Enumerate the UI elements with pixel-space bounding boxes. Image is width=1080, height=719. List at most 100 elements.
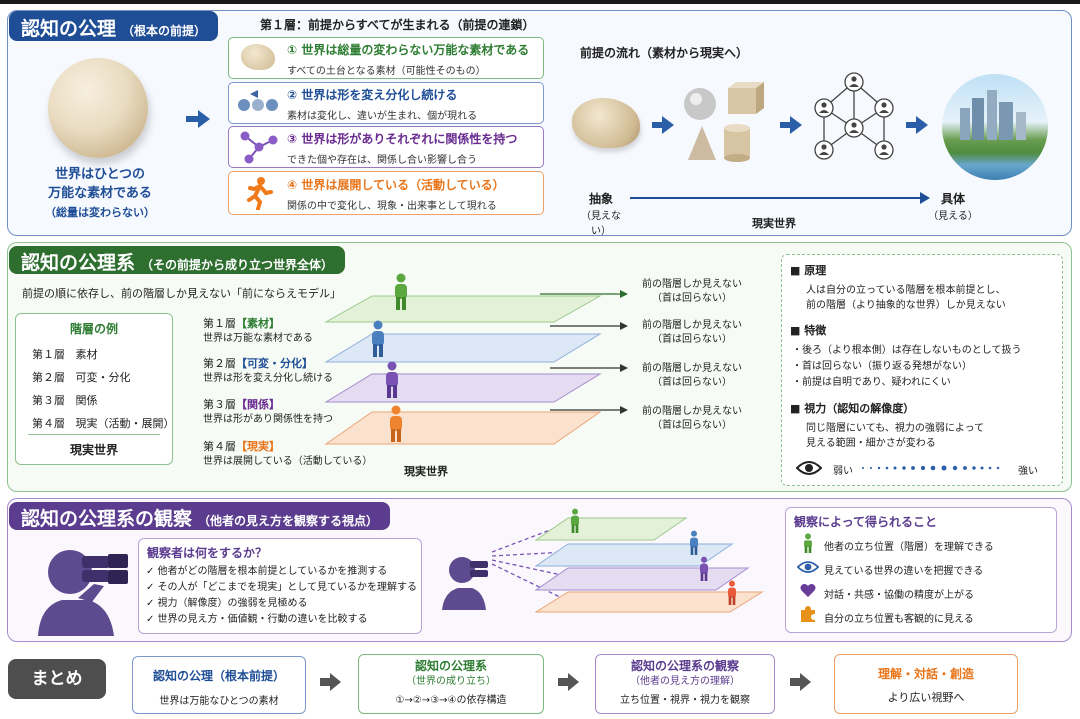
- concrete-label: 具体 （見える）: [928, 190, 978, 222]
- flow-arrow-2-shaft: [780, 122, 790, 128]
- item-2-desc: 素材は変化し、違いが生まれ、個が現れる: [287, 111, 478, 122]
- summary-4-desc: より広い視野へ: [887, 691, 965, 704]
- flow-arrow-2-icon: [790, 116, 802, 134]
- item-1-number: ①: [287, 43, 298, 57]
- concrete-label-sub: （見える）: [928, 211, 978, 222]
- view-note-4-line1: 前の階層しか見えない: [642, 406, 742, 417]
- layer-examples-box: [15, 313, 173, 465]
- axiom-item-3-text: ③ 世界は形がありそれぞれに関係性を持つ できた個や存在は、関係し合い影響し合う: [287, 130, 517, 166]
- summary-arrow-3: [790, 678, 800, 686]
- layer-4-label: 第４層【現実】 世界は展開している（活動している）: [203, 439, 372, 469]
- layer-chain-heading: 第１層：前提からすべてが生まれる（前提の連鎖）: [260, 18, 535, 32]
- summary-3-sub: （他者の見え方の理解）: [630, 676, 740, 687]
- person-layer-2-icon: [372, 320, 384, 357]
- small-observer-icon: [442, 557, 488, 610]
- system-subtitle: （その前提から成り立つ世界全体）: [141, 258, 334, 272]
- arrow-sphere-to-list-shaft: [186, 116, 198, 122]
- axiom-item-3: [228, 126, 544, 168]
- principle-title: ■ 原理: [790, 264, 827, 277]
- summary-box-4: 理解・対話・創造 より広い視野へ: [834, 654, 1018, 714]
- summary-box-2: 認知の公理系 （世界の成り立ち） ①→②→③→④の依存構造: [358, 654, 544, 714]
- item-3-number: ③: [287, 132, 298, 146]
- example-2-name: 可変・分化: [75, 371, 131, 384]
- axiom-item-2-text: ② 世界は形を変え分化し続ける 素材は変化し、違いが生まれ、個が現れる: [287, 86, 477, 122]
- gain-eye-icon: [797, 561, 819, 573]
- layer-3-name: 第３層: [203, 398, 236, 411]
- layer-2-label: 第２層【可変・分化】 世界は形を変え分化し続ける: [203, 356, 333, 386]
- summary-box-1: 認知の公理（根本前提） 世界は万能なひとつの素材: [132, 656, 306, 714]
- item-2-title: 世界は形を変え分化し続ける: [301, 88, 458, 102]
- example-4-name: 現実（活動・展開）: [75, 417, 175, 430]
- running-person-icon: [247, 177, 273, 210]
- example-3-name: 関係: [75, 394, 98, 407]
- observer-what-title: 観察者は何をするか？: [147, 546, 268, 560]
- clay-icon: [241, 44, 275, 70]
- observer-what-4: ✓ 世界の見え方・価値観・行動の違いを比較する: [146, 614, 368, 625]
- vision-text-1: 同じ階層にいても、視力の強弱によって: [806, 423, 985, 434]
- view-note-4: 前の階層しか見えない（首は回らない）: [632, 405, 752, 433]
- gain-3-text: 対話・共感・協働の精度が上がる: [824, 590, 974, 601]
- abstract-to-concrete-arrowhead: [920, 192, 930, 204]
- sphere-caption-line3: （総量は変わらない）: [45, 206, 155, 219]
- flow-arrow-1-icon: [662, 116, 674, 134]
- summary-arrow-1-head: [330, 673, 341, 691]
- vision-strong-label: 強い: [1018, 466, 1038, 477]
- concrete-label-text: 具体: [940, 192, 965, 206]
- network-icon: [240, 131, 278, 164]
- layer-3-tag: 【関係】: [236, 398, 280, 411]
- layer-1-desc: 世界は万能な素材である: [203, 333, 313, 344]
- clay-sphere-image: [48, 58, 148, 158]
- gain-2-text: 見えている世界の違いを把握できる: [824, 566, 984, 577]
- observer-what-1: ✓ 他者がどの階層を根本前提としているかを推測する: [146, 566, 388, 577]
- observer-what-2: ✓ その人が「どこまでを現実」として見ているかを理解する: [146, 582, 417, 593]
- layer-1-label: 第１層【素材】 世界は万能な素材である: [203, 316, 313, 346]
- flow-title: 前提の流れ（素材から現実へ）: [580, 46, 749, 60]
- layer-4-name: 第４層: [203, 440, 236, 453]
- summary-box-3: 認知の公理系の観察 （他者の見え方の理解） 立ち位置・視界・視力を観察: [595, 654, 775, 714]
- obs-person-3-icon: [700, 556, 708, 581]
- summary-arrow-2: [558, 678, 568, 686]
- view-note-3: 前の階層しか見えない（首は回らない）: [632, 362, 752, 390]
- view-note-2-line1: 前の階層しか見えない: [642, 320, 742, 331]
- axiom-item-4-text: ④ 世界は展開している（活動している） 関係の中で変化し、現象・出来事として現れ…: [287, 176, 505, 212]
- observation-gain-box: [785, 507, 1057, 633]
- top-edge: [0, 0, 1080, 4]
- view-note-1-line2: （首は回らない）: [652, 293, 732, 304]
- sphere-caption-line2: 万能な素材である: [48, 186, 152, 201]
- summary-2-title: 認知の公理系: [414, 659, 487, 673]
- layer-1-name: 第１層: [203, 317, 236, 330]
- layer-1-tag: 【素材】: [236, 317, 280, 330]
- person-layer-4-icon: [390, 405, 402, 442]
- example-3-layer: 第３層: [32, 394, 65, 407]
- view-note-2: 前の階層しか見えない（首は回らない）: [632, 319, 752, 347]
- system-intro: 前提の順に依存し、前の階層しか見えない「前にならえモデル」: [22, 287, 341, 300]
- principle-text-2: 前の階層（より抽象的な世界）しか見えない: [806, 300, 1006, 311]
- axiom-item-4: [228, 171, 544, 215]
- person-layer-3-icon: [386, 361, 398, 398]
- item-4-title: 世界は展開している（活動している）: [301, 178, 505, 192]
- gain-puzzle-icon: [801, 606, 815, 622]
- abstract-label-text: 抽象: [588, 192, 613, 206]
- example-2-layer: 第２層: [32, 371, 65, 384]
- summary-arrow-3-head: [800, 673, 811, 691]
- layer-3-desc: 世界は形があり関係性を持つ: [203, 414, 333, 425]
- gain-4-text: 自分の立ち位置も客観的に見える: [824, 614, 974, 625]
- system-title-tab: 認知の公理系 （その前提から成り立つ世界全体）: [9, 246, 346, 274]
- axiom-subtitle: （根本の前提）: [122, 24, 207, 38]
- item-3-title: 世界は形がありそれぞれに関係性を持つ: [301, 132, 518, 146]
- axiom-title: 認知の公理: [21, 18, 117, 40]
- gain-list: 他者の立ち位置（階層）を理解できる 見えている世界の違いを把握できる 対話・共感…: [824, 536, 994, 632]
- axiom-item-1-text: ① 世界は総量の変わらない万能な素材である すべての土台となる素材（可能性そのも…: [287, 41, 529, 77]
- principle-box: [781, 254, 1063, 486]
- principle-text-1: 人は自分の立っている階層を根本前提とし、: [806, 285, 1006, 296]
- arrow-sphere-to-list-icon: [198, 110, 210, 128]
- vision-weak-label: 弱い: [833, 466, 853, 477]
- flow-arrow-3-shaft: [906, 122, 916, 128]
- vision-scale-dots: [862, 465, 1000, 471]
- layer-3-label: 第３層【関係】 世界は形があり関係性を持つ: [203, 397, 333, 427]
- obs-person-2-icon: [690, 530, 698, 555]
- layer-4-tag: 【現実】: [236, 440, 280, 453]
- item-1-desc: すべての土台となる素材（可能性そのもの）: [287, 66, 486, 77]
- observation-title: 認知の公理系の観察: [21, 508, 193, 530]
- summary-label: まとめ: [8, 659, 106, 699]
